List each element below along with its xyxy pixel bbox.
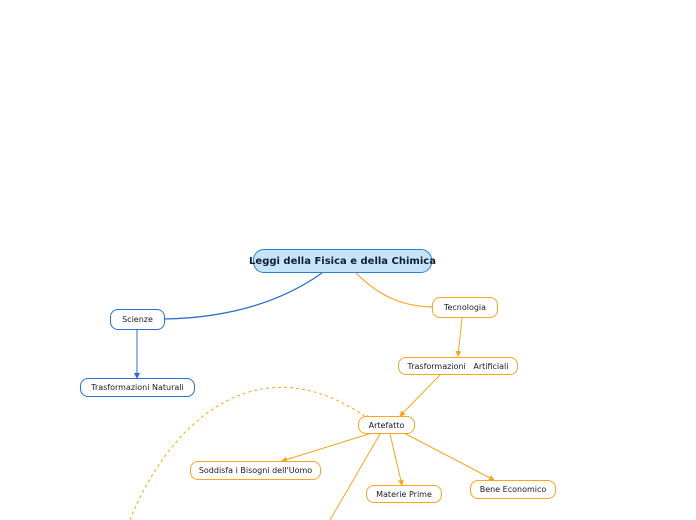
node-materie-prime[interactable]: Materie Prime	[366, 485, 442, 503]
node-bene-economico[interactable]: Bene Economico	[470, 480, 556, 499]
connector-trasformazioni-artificiali-artefatto	[399, 374, 441, 417]
connector-artefatto-soddisfa	[281, 432, 373, 463]
connector-artefatto-materie-prime	[389, 433, 404, 486]
dashed-relation-connector	[129, 386, 371, 520]
root-node[interactable]: Leggi della Fisica e della Chimica	[249, 249, 436, 273]
node-trasformazioni-artificiali[interactable]: Trasformazioni Artificiali	[398, 357, 518, 375]
connector-root-tecnologia	[355, 272, 433, 308]
connector-artefatto-bene-economico	[403, 432, 495, 481]
connector-artefatto-offscreen	[329, 433, 381, 520]
connector-root-scienze	[164, 272, 323, 320]
node-artefatto[interactable]: Artefatto	[358, 416, 415, 434]
node-tecnologia[interactable]: Tecnologia	[432, 297, 498, 318]
node-scienze[interactable]: Scienze	[110, 309, 165, 330]
node-trasformazioni-naturali[interactable]: Trasformazioni Naturali	[80, 378, 195, 397]
connector-tecnologia-trasformazioni-artificiali	[455, 317, 463, 357]
node-soddisfa-i-bisogni[interactable]: Soddisfa i Bisogni dell'Uomo	[190, 461, 321, 480]
